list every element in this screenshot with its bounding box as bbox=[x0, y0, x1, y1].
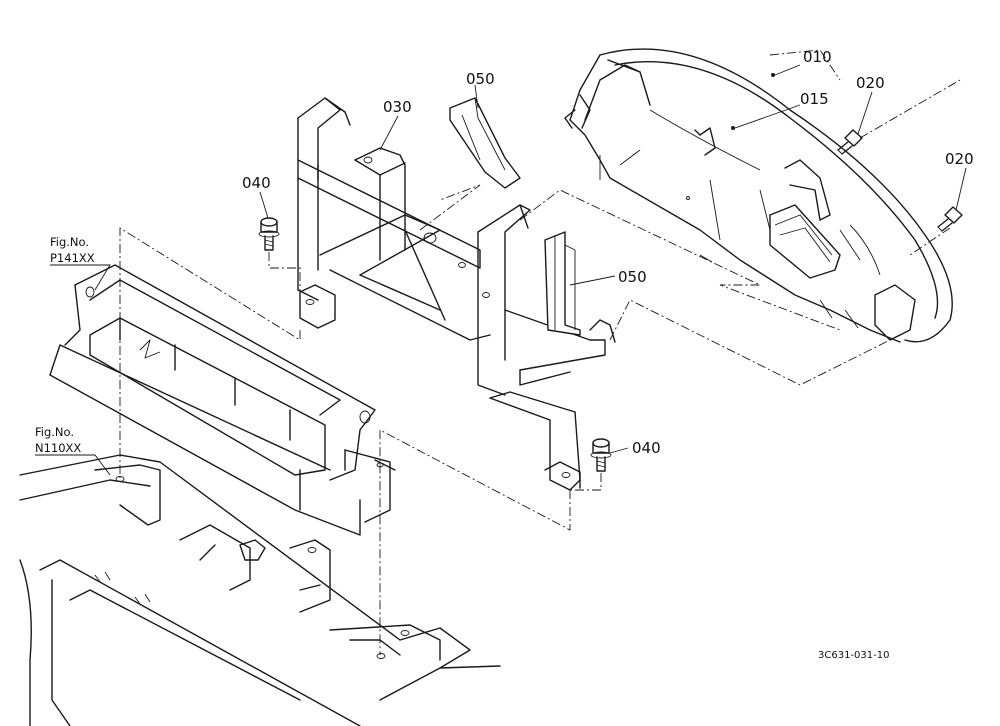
fig-ref-2-number: N110XX bbox=[35, 441, 81, 455]
clip-050-lower bbox=[544, 231, 581, 336]
fig-ref-1-title: Fig.No. bbox=[50, 235, 89, 249]
bolt-040-right bbox=[590, 438, 612, 472]
drawing-code: 3C631-031-10 bbox=[818, 650, 889, 661]
dot-010 bbox=[771, 73, 775, 77]
bracket-030 bbox=[297, 97, 616, 491]
label-050-lower: 050 bbox=[618, 268, 647, 286]
fig-ref-2-title: Fig.No. bbox=[35, 425, 74, 439]
console-frame bbox=[19, 454, 501, 726]
label-040-right: 040 bbox=[632, 439, 661, 457]
dot-015 bbox=[731, 126, 735, 130]
screw-020-lower bbox=[937, 206, 963, 232]
fig-ref-1-number: P141XX bbox=[50, 251, 95, 265]
label-040-left: 040 bbox=[242, 174, 271, 192]
label-030: 030 bbox=[383, 98, 412, 116]
meter-panel bbox=[564, 48, 953, 343]
label-020-lower: 020 bbox=[945, 150, 974, 168]
clip-050-upper bbox=[449, 97, 521, 189]
label-020-upper: 020 bbox=[856, 74, 885, 92]
label-010: 010 bbox=[803, 48, 832, 66]
vent-assembly bbox=[49, 264, 396, 536]
assembly-lines bbox=[119, 49, 961, 655]
label-050-upper: 050 bbox=[466, 70, 495, 88]
screw-020-upper bbox=[837, 129, 863, 155]
label-015: 015 bbox=[800, 90, 829, 108]
bolt-040-left bbox=[258, 217, 280, 251]
leader-lines bbox=[35, 64, 967, 476]
